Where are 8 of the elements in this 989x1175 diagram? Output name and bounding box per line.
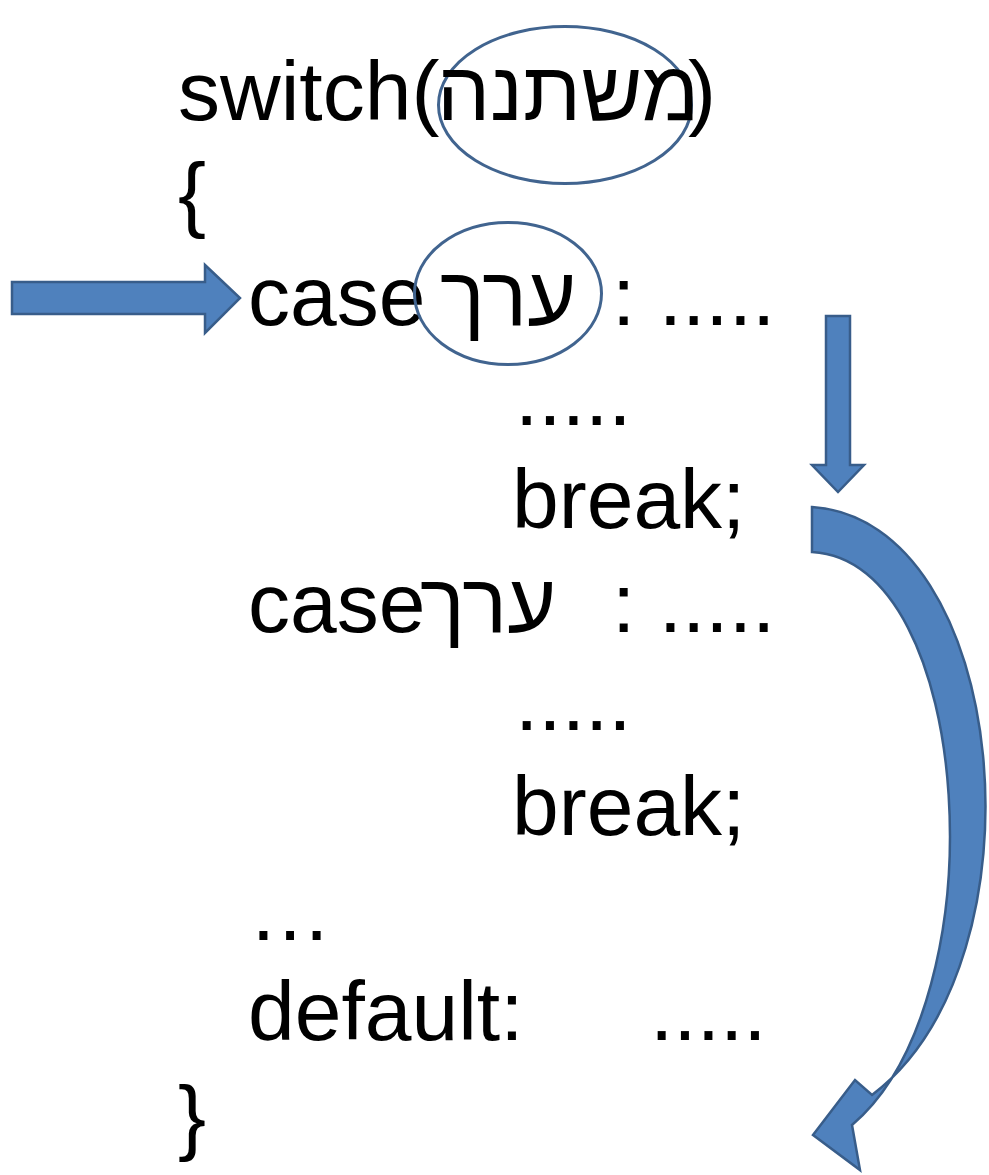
code-text: ..... (515, 659, 632, 743)
code-text: ..... (650, 969, 767, 1053)
code-text: break; (512, 457, 746, 541)
code-text: : ..... (612, 561, 776, 645)
code-text: default: (248, 969, 524, 1053)
code-text: … (248, 869, 332, 953)
code-text: break; (512, 764, 746, 848)
code-text: : ..... (612, 254, 776, 338)
